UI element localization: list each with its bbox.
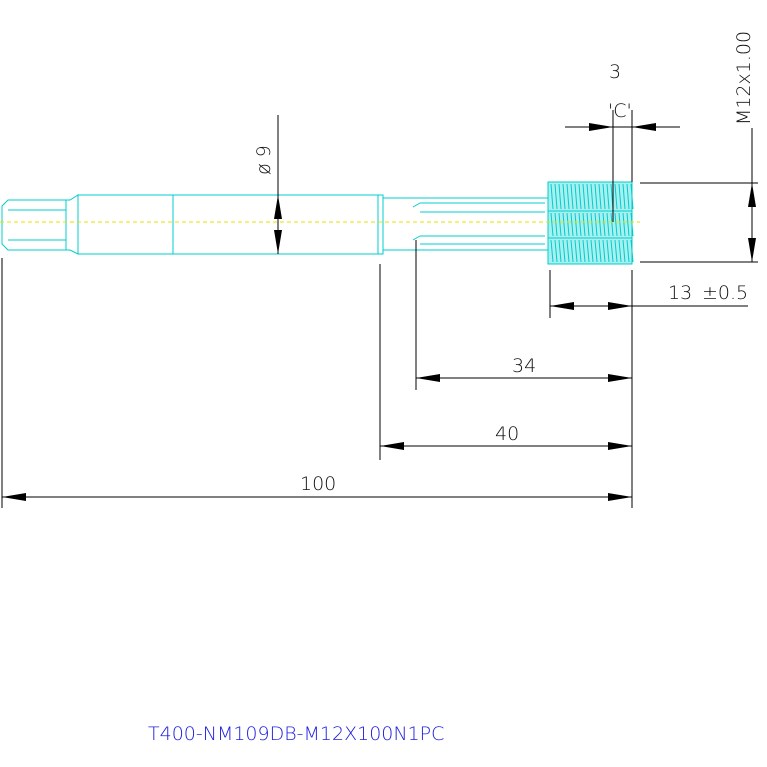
thread-tooth (602, 239, 606, 263)
thread-tooth (566, 239, 570, 263)
thread-tooth (566, 183, 570, 210)
thread-tooth (598, 183, 602, 210)
thread-tooth (578, 212, 582, 237)
dim-thread-tolerance: ±0.5 (702, 282, 748, 304)
thread-tooth (630, 183, 634, 210)
dimensions (1, 110, 758, 508)
thread-tooth (566, 212, 570, 237)
thread-tooth (570, 183, 574, 210)
thread-tooth (622, 239, 626, 263)
dim-thread-length: 13 (668, 282, 692, 304)
thread-tooth (590, 239, 594, 263)
shank (77, 194, 384, 255)
thread-tooth (598, 239, 602, 263)
part-number: T400-NM109DB-M12X100N1PC (148, 723, 444, 745)
thread-tooth (578, 183, 582, 210)
thread-tooth (622, 212, 626, 237)
thread-tooth (618, 183, 622, 210)
thread-tooth (590, 212, 594, 237)
thread-tooth (602, 183, 606, 210)
thread-tooth (606, 239, 610, 263)
thread-tooth (554, 212, 558, 237)
thread-tooth (550, 212, 554, 237)
dim-flute-length: 34 (512, 355, 536, 377)
thread-tooth (586, 183, 590, 210)
thread-tooth (606, 212, 610, 237)
thread-tooth (574, 212, 578, 237)
thread-tooth (562, 239, 566, 263)
thread-tooth (626, 212, 630, 237)
dim-thread-spec: M12x1.00 (733, 31, 755, 125)
thread-tooth (630, 212, 634, 237)
thread-tooth (618, 212, 622, 237)
dim-shank-diameter: ø 9 (253, 145, 275, 175)
thread-tooth (582, 239, 586, 263)
thread-tooth (558, 212, 562, 237)
thread-tooth (614, 239, 618, 263)
thread-tooth (610, 239, 614, 263)
thread-tooth (550, 239, 554, 263)
thread-tooth (574, 239, 578, 263)
thread-teeth (550, 183, 634, 263)
thread-tooth (574, 183, 578, 210)
dim-chamfer: 3 (609, 61, 621, 83)
dim-chamfer-label: 'C' (608, 100, 632, 122)
thread-tooth (598, 212, 602, 237)
thread-tooth (582, 212, 586, 237)
thread-tooth (582, 183, 586, 210)
thread-tooth (626, 183, 630, 210)
thread-tooth (614, 183, 618, 210)
thread-tooth (586, 239, 590, 263)
thread-tooth (558, 239, 562, 263)
thread-tooth (622, 183, 626, 210)
thread-tooth (570, 239, 574, 263)
tap-body (0, 181, 640, 265)
thread-tooth (606, 183, 610, 210)
thread-tooth (618, 239, 622, 263)
dimension-labels: 100 40 34 13 ±0.5 3 'C' ø 9 M12x1.00 (253, 31, 755, 495)
thread-tooth (586, 212, 590, 237)
thread-tooth (562, 183, 566, 210)
thread-tooth (630, 239, 634, 263)
thread-tooth (610, 212, 614, 237)
thread-tooth (590, 183, 594, 210)
thread-tooth (594, 239, 598, 263)
thread-tooth (562, 212, 566, 237)
dim-shank-to-tip: 40 (495, 423, 519, 445)
thread-tooth (594, 183, 598, 210)
thread-tooth (578, 239, 582, 263)
thread-tooth (558, 183, 562, 210)
thread-tooth (626, 239, 630, 263)
thread-tooth (570, 212, 574, 237)
flute-section (382, 197, 549, 251)
thread-tooth (614, 212, 618, 237)
thread-tooth (554, 239, 558, 263)
thread-tooth (602, 212, 606, 237)
thread-tooth (554, 183, 558, 210)
thread-tooth (550, 183, 554, 210)
square-drive (1, 194, 79, 255)
dim-overall-length: 100 (300, 473, 336, 495)
thread-tooth (594, 212, 598, 237)
